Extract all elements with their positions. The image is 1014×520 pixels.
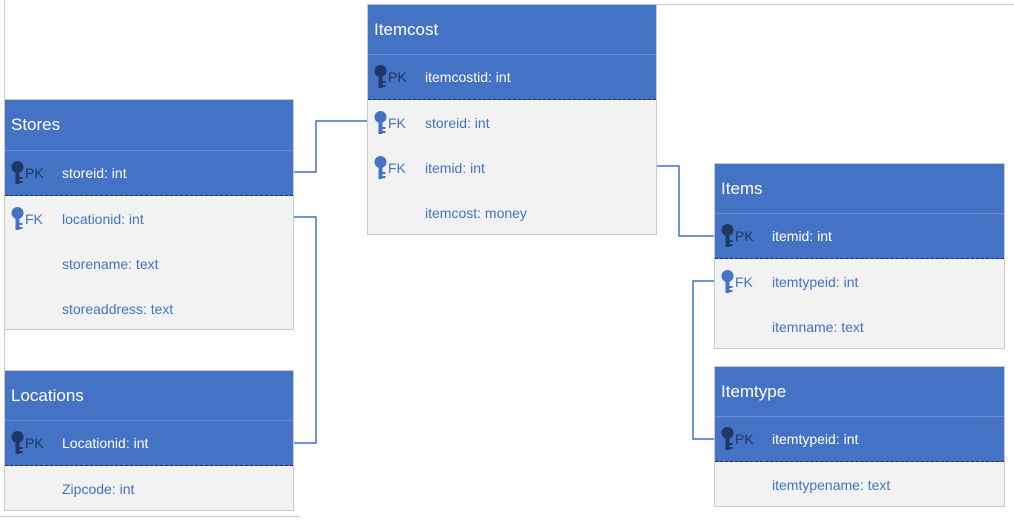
key-icon <box>11 206 24 230</box>
key-marker: PK <box>5 430 62 456</box>
entity-row-fk[interactable]: FK itemid: int <box>368 145 656 190</box>
entity-stores[interactable]: Stores PK storeid: int FK locationid: in… <box>4 99 294 330</box>
key-marker: PK <box>715 426 772 452</box>
entity-itemtype[interactable]: Itemtype PK itemtypeid: int itemtypename… <box>714 366 1005 507</box>
field-label: itemtypeid: int <box>772 431 859 447</box>
entity-title: Locations <box>5 371 293 421</box>
key-marker: FK <box>368 155 425 181</box>
entity-row[interactable]: Zipcode: int <box>5 466 293 511</box>
frame-left-line-lower <box>4 330 5 370</box>
key-label: FK <box>388 114 406 131</box>
field-label: storename: text <box>62 255 159 272</box>
entity-itemcost[interactable]: Itemcost PK itemcostid: int FK storeid: … <box>367 4 657 235</box>
key-icon <box>374 155 387 179</box>
frame-top-line <box>657 4 1014 5</box>
entity-row-fk[interactable]: FK storeid: int <box>368 100 656 145</box>
key-icon <box>374 110 387 134</box>
connector-stores-itemcost <box>293 120 367 173</box>
frame-left-line <box>4 0 5 100</box>
key-label: FK <box>25 210 43 227</box>
key-label: PK <box>388 69 407 85</box>
key-marker: PK <box>5 160 62 186</box>
entity-title: Items <box>715 164 1004 214</box>
field-label: locationid: int <box>62 210 144 227</box>
key-label: FK <box>735 273 753 290</box>
key-icon <box>11 431 24 454</box>
entity-row[interactable]: itemcost: money <box>368 190 656 235</box>
entity-title: Itemcost <box>368 5 656 55</box>
key-label: PK <box>25 165 44 181</box>
key-icon <box>374 65 387 88</box>
field-label: storeid: int <box>62 165 127 181</box>
field-label: itemcostid: int <box>425 69 511 85</box>
entity-row-fk[interactable]: FK locationid: int <box>5 196 293 241</box>
entity-row[interactable]: storename: text <box>5 241 293 286</box>
field-label: Locationid: int <box>62 435 149 451</box>
key-marker: FK <box>5 206 62 232</box>
field-label: storeaddress: text <box>62 300 174 317</box>
frame-bottom-line <box>0 516 300 517</box>
key-icon <box>721 269 734 293</box>
entity-title: Itemtype <box>715 367 1004 417</box>
field-label: Zipcode: int <box>62 480 135 497</box>
key-label: PK <box>735 431 754 447</box>
entity-row-pk[interactable]: PK itemtypeid: int <box>715 417 1004 462</box>
field-label: itemcost: money <box>425 204 527 221</box>
entity-row-fk[interactable]: FK itemtypeid: int <box>715 259 1004 304</box>
key-icon <box>721 427 734 450</box>
entity-row-pk[interactable]: PK itemcostid: int <box>368 55 656 100</box>
key-marker: FK <box>715 269 772 295</box>
key-marker: PK <box>715 223 772 249</box>
entity-items[interactable]: Items PK itemid: int FK itemtypeid: int … <box>714 163 1005 349</box>
key-label: PK <box>25 435 44 451</box>
field-label: itemid: int <box>772 228 832 244</box>
entity-row-pk[interactable]: PK Locationid: int <box>5 421 293 466</box>
field-label: storeid: int <box>425 114 490 131</box>
key-icon <box>721 224 734 247</box>
entity-title: Stores <box>5 100 293 151</box>
connector-items-itemtype <box>692 280 714 440</box>
key-marker: PK <box>368 64 425 90</box>
key-label: FK <box>388 159 406 176</box>
key-marker: FK <box>368 110 425 136</box>
connector-stores-locations <box>293 216 317 444</box>
entity-row-pk[interactable]: PK storeid: int <box>5 151 293 196</box>
entity-row[interactable]: storeaddress: text <box>5 286 293 331</box>
entity-row-pk[interactable]: PK itemid: int <box>715 214 1004 259</box>
field-label: itemtypename: text <box>772 476 891 493</box>
connector-itemcost-items <box>656 165 714 237</box>
entity-locations[interactable]: Locations PK Locationid: int Zipcode: in… <box>4 370 294 511</box>
field-label: itemname: text <box>772 318 864 335</box>
entity-row[interactable]: itemname: text <box>715 304 1004 349</box>
field-label: itemid: int <box>425 159 485 176</box>
field-label: itemtypeid: int <box>772 273 859 290</box>
key-icon <box>11 161 24 184</box>
entity-row[interactable]: itemtypename: text <box>715 462 1004 507</box>
key-label: PK <box>735 228 754 244</box>
